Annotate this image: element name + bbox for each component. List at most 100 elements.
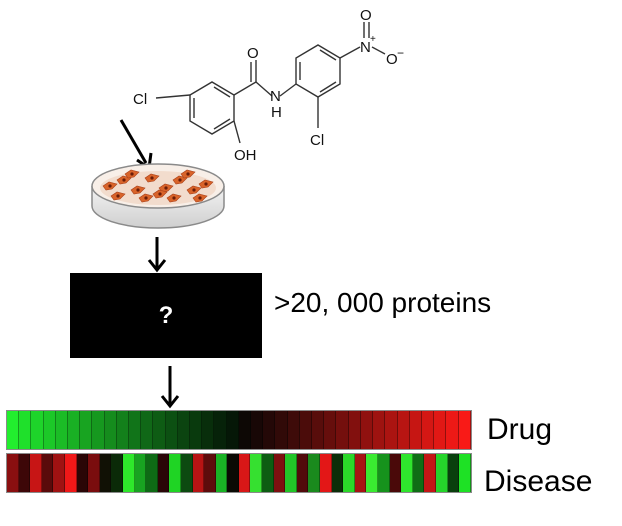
drug-heatmap-cell (141, 411, 154, 449)
drug-label: Drug (487, 413, 553, 446)
drug-heatmap-cell (19, 411, 32, 449)
cell-nucleus (144, 196, 148, 200)
disease-heatmap-cell (53, 454, 65, 492)
proteins-label: >20, 000 proteins (274, 287, 492, 318)
atom-nitro-nitrogen: N (360, 39, 371, 56)
disease-heatmap-cell (273, 454, 286, 492)
drug-heatmap-cell (226, 411, 239, 449)
drug-heatmap-cell (238, 411, 252, 449)
cell-nucleus (150, 176, 154, 180)
cell-nucleus (116, 194, 120, 198)
drug-heatmap-cell (80, 411, 93, 449)
drug-heatmap-cell (7, 411, 20, 449)
drug-heatmap-cell (68, 411, 81, 449)
atom-cl-left: Cl (133, 91, 147, 108)
charge-plus: + (370, 34, 376, 45)
drug-heatmap-cell (129, 411, 142, 449)
petri-dish-icon (91, 163, 225, 229)
atom-nitro-oxygen-right: O (386, 51, 398, 68)
cell-nucleus (158, 192, 162, 196)
atom-nitrogen: N (270, 88, 281, 105)
drug-heatmap-cell (104, 411, 117, 449)
drug-heatmap-cell (397, 411, 410, 449)
drug-heatmap-cell (116, 411, 130, 449)
disease-heatmap-cell (447, 454, 460, 492)
cell-nucleus (172, 196, 176, 200)
disease-heatmap-cell (378, 454, 390, 492)
drug-heatmap-cell (409, 411, 422, 449)
atom-hydrogen: H (271, 104, 282, 121)
disease-heatmap-cell (424, 454, 436, 492)
disease-label: Disease (484, 465, 593, 498)
disease-heatmap-cell (435, 454, 448, 492)
cell-nucleus (108, 184, 112, 188)
cell-nucleus (192, 188, 196, 192)
drug-heatmap-cell (446, 411, 459, 449)
disease-heatmap-cell (215, 454, 228, 492)
drug-heatmap-cell (177, 411, 191, 449)
cell-nucleus (204, 182, 208, 186)
unknown-mark: ? (158, 301, 174, 329)
drug-heatmap-row (6, 410, 472, 450)
drug-heatmap-cell (385, 411, 398, 449)
drug-heatmap-cell (348, 411, 361, 449)
disease-heatmap-cell (157, 454, 170, 492)
drug-heatmap-cell (336, 411, 349, 449)
cell-nucleus (136, 188, 140, 192)
drug-heatmap-cell (190, 411, 203, 449)
drug-heatmap-cell (275, 411, 288, 449)
disease-heatmap-cell (76, 454, 89, 492)
drug-heatmap-cell (458, 411, 471, 449)
disease-heatmap-cell (296, 454, 309, 492)
disease-heatmap-cell (459, 454, 471, 492)
cell-nucleus (130, 172, 134, 176)
drug-heatmap-cell (287, 411, 300, 449)
black-box: ? (70, 273, 262, 358)
drug-heatmap-cell (299, 411, 313, 449)
drug-heatmap-cell (55, 411, 69, 449)
drug-heatmap-cell (92, 411, 105, 449)
drug-heatmap-cell (251, 411, 264, 449)
drug-heatmap-cell (312, 411, 325, 449)
disease-heatmap-cell (7, 454, 19, 492)
disease-heatmap-cell (354, 454, 367, 492)
drug-heatmap-cell (202, 411, 215, 449)
drug-heatmap-cell (43, 411, 56, 449)
disease-heatmap-cell (41, 454, 54, 492)
cell-nucleus (198, 196, 202, 200)
drug-heatmap-cell (165, 411, 178, 449)
disease-heatmap-cell (401, 454, 413, 492)
disease-heatmap-cell (169, 454, 181, 492)
disease-heatmap-cell (238, 454, 251, 492)
disease-heatmap-cell (262, 454, 274, 492)
drug-heatmap-cell (31, 411, 44, 449)
cell-nucleus (122, 178, 126, 182)
cell-nucleus (164, 186, 168, 190)
drug-heatmap-cell (153, 411, 166, 449)
drug-heatmap-cell (324, 411, 337, 449)
disease-heatmap-cell (412, 454, 425, 492)
drug-heatmap-cell (263, 411, 276, 449)
drug-heatmap-cell (421, 411, 435, 449)
cell-nucleus (178, 178, 182, 182)
drug-heatmap-cell (373, 411, 386, 449)
disease-heatmap-cell (389, 454, 402, 492)
disease-heatmap-cell (192, 454, 205, 492)
disease-heatmap-cell (111, 454, 123, 492)
cell-nucleus (186, 172, 190, 176)
disease-heatmap-cell (204, 454, 216, 492)
disease-heatmap-cell (122, 454, 135, 492)
disease-heatmap-cell (134, 454, 147, 492)
disease-heatmap-cell (285, 454, 297, 492)
atom-nitro-oxygen-top: O (360, 7, 372, 24)
disease-heatmap-cell (30, 454, 42, 492)
drug-heatmap-cell (214, 411, 227, 449)
disease-heatmap-cell (146, 454, 158, 492)
disease-heatmap-cell (18, 454, 31, 492)
atom-cl-right: Cl (310, 132, 324, 149)
disease-heatmap-cell (366, 454, 378, 492)
disease-heatmap-cell (250, 454, 263, 492)
disease-heatmap-cell (64, 454, 77, 492)
atom-oxygen: O (247, 45, 259, 62)
drug-heatmap-cell (360, 411, 374, 449)
